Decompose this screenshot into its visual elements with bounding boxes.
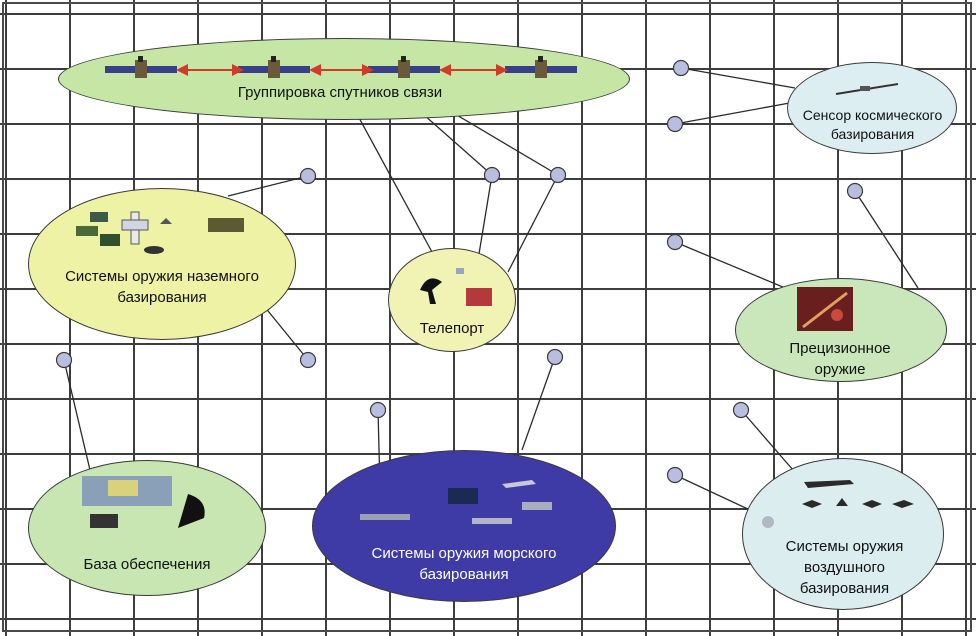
satellite-icons [105, 56, 577, 78]
submarine-icon [448, 488, 478, 504]
antenna-icon [456, 268, 464, 274]
tank-icon [208, 218, 244, 232]
connector-dot [55, 351, 73, 369]
label-precision: Прецизионное оружие [789, 340, 891, 378]
link-dot-b-teleport [507, 174, 559, 273]
connector-dot [666, 115, 684, 133]
antenna-icon [420, 278, 442, 304]
label-ground-weapons: Системы оружия наземного базирования [65, 268, 259, 306]
label-satellites: Группировка спутников связи [237, 84, 443, 101]
connector-dot [672, 59, 690, 77]
label-support-base: База обеспечения [83, 556, 211, 573]
connector-dot [369, 401, 387, 419]
connector-dot [846, 182, 864, 200]
node-ground-weapons [28, 188, 296, 340]
link-sensor-top [680, 67, 796, 89]
aircraft-icon [836, 498, 848, 506]
node-teleport [388, 248, 516, 352]
label-space-sensor: Сенсор космического базирования [802, 107, 943, 142]
link-naval-b [521, 356, 556, 451]
aircraft-icon [804, 480, 854, 488]
vehicle-icon [144, 246, 164, 254]
air-weapons-icons [762, 480, 914, 528]
connector-dot [549, 166, 567, 184]
link-ground-top [227, 175, 309, 197]
missile-photo-icon [797, 287, 853, 331]
teleport-icons [420, 268, 492, 306]
equipment-icon [90, 514, 118, 528]
radar-icon [160, 218, 172, 224]
radar-dish-icon [178, 494, 205, 528]
connector-dot [732, 401, 750, 419]
ground-weapons-icons [76, 211, 244, 254]
naval-weapons-icons [360, 480, 552, 524]
connector-dot [666, 466, 684, 484]
link-precision-a [674, 241, 791, 291]
vehicle-icon [90, 212, 108, 222]
vehicle-icon [76, 226, 98, 236]
connector-dot [299, 351, 317, 369]
building-icon [466, 288, 492, 306]
connector-dot [546, 348, 564, 366]
label-teleport: Телепорт [419, 320, 485, 337]
support-base-icons [82, 476, 205, 528]
aircraft-icon [502, 480, 536, 488]
tower-icon [121, 219, 149, 231]
ship-icon [360, 514, 410, 520]
sensor-satellite-icon [835, 83, 899, 95]
ship-icon [472, 518, 512, 524]
label-air-weapons: Системы оружия воздушного базирования [785, 538, 904, 597]
connector-dot [483, 166, 501, 184]
link-air-a [740, 409, 801, 479]
link-air-b [674, 474, 751, 511]
vehicle-icon [100, 234, 120, 246]
ship-icon [522, 502, 552, 510]
node-naval-weapons [312, 450, 616, 602]
aircraft-icon [892, 500, 914, 508]
node-satellites [58, 38, 630, 120]
node-support-base [28, 460, 266, 596]
link-base-ground [63, 359, 91, 471]
connector-dot [666, 233, 684, 251]
label-naval-weapons: Системы оружия морского базирования [371, 545, 557, 583]
map-icon [108, 480, 138, 496]
aircraft-icon [862, 500, 882, 508]
node-air-weapons [742, 458, 944, 610]
node-space-sensor [787, 62, 957, 154]
helicopter-icon [762, 516, 774, 528]
link-sensor-bottom [674, 101, 796, 125]
link-precision-b [854, 190, 919, 289]
link-dot-a-teleport [477, 174, 493, 261]
aircraft-icon [802, 500, 822, 508]
connector-dot [299, 167, 317, 185]
